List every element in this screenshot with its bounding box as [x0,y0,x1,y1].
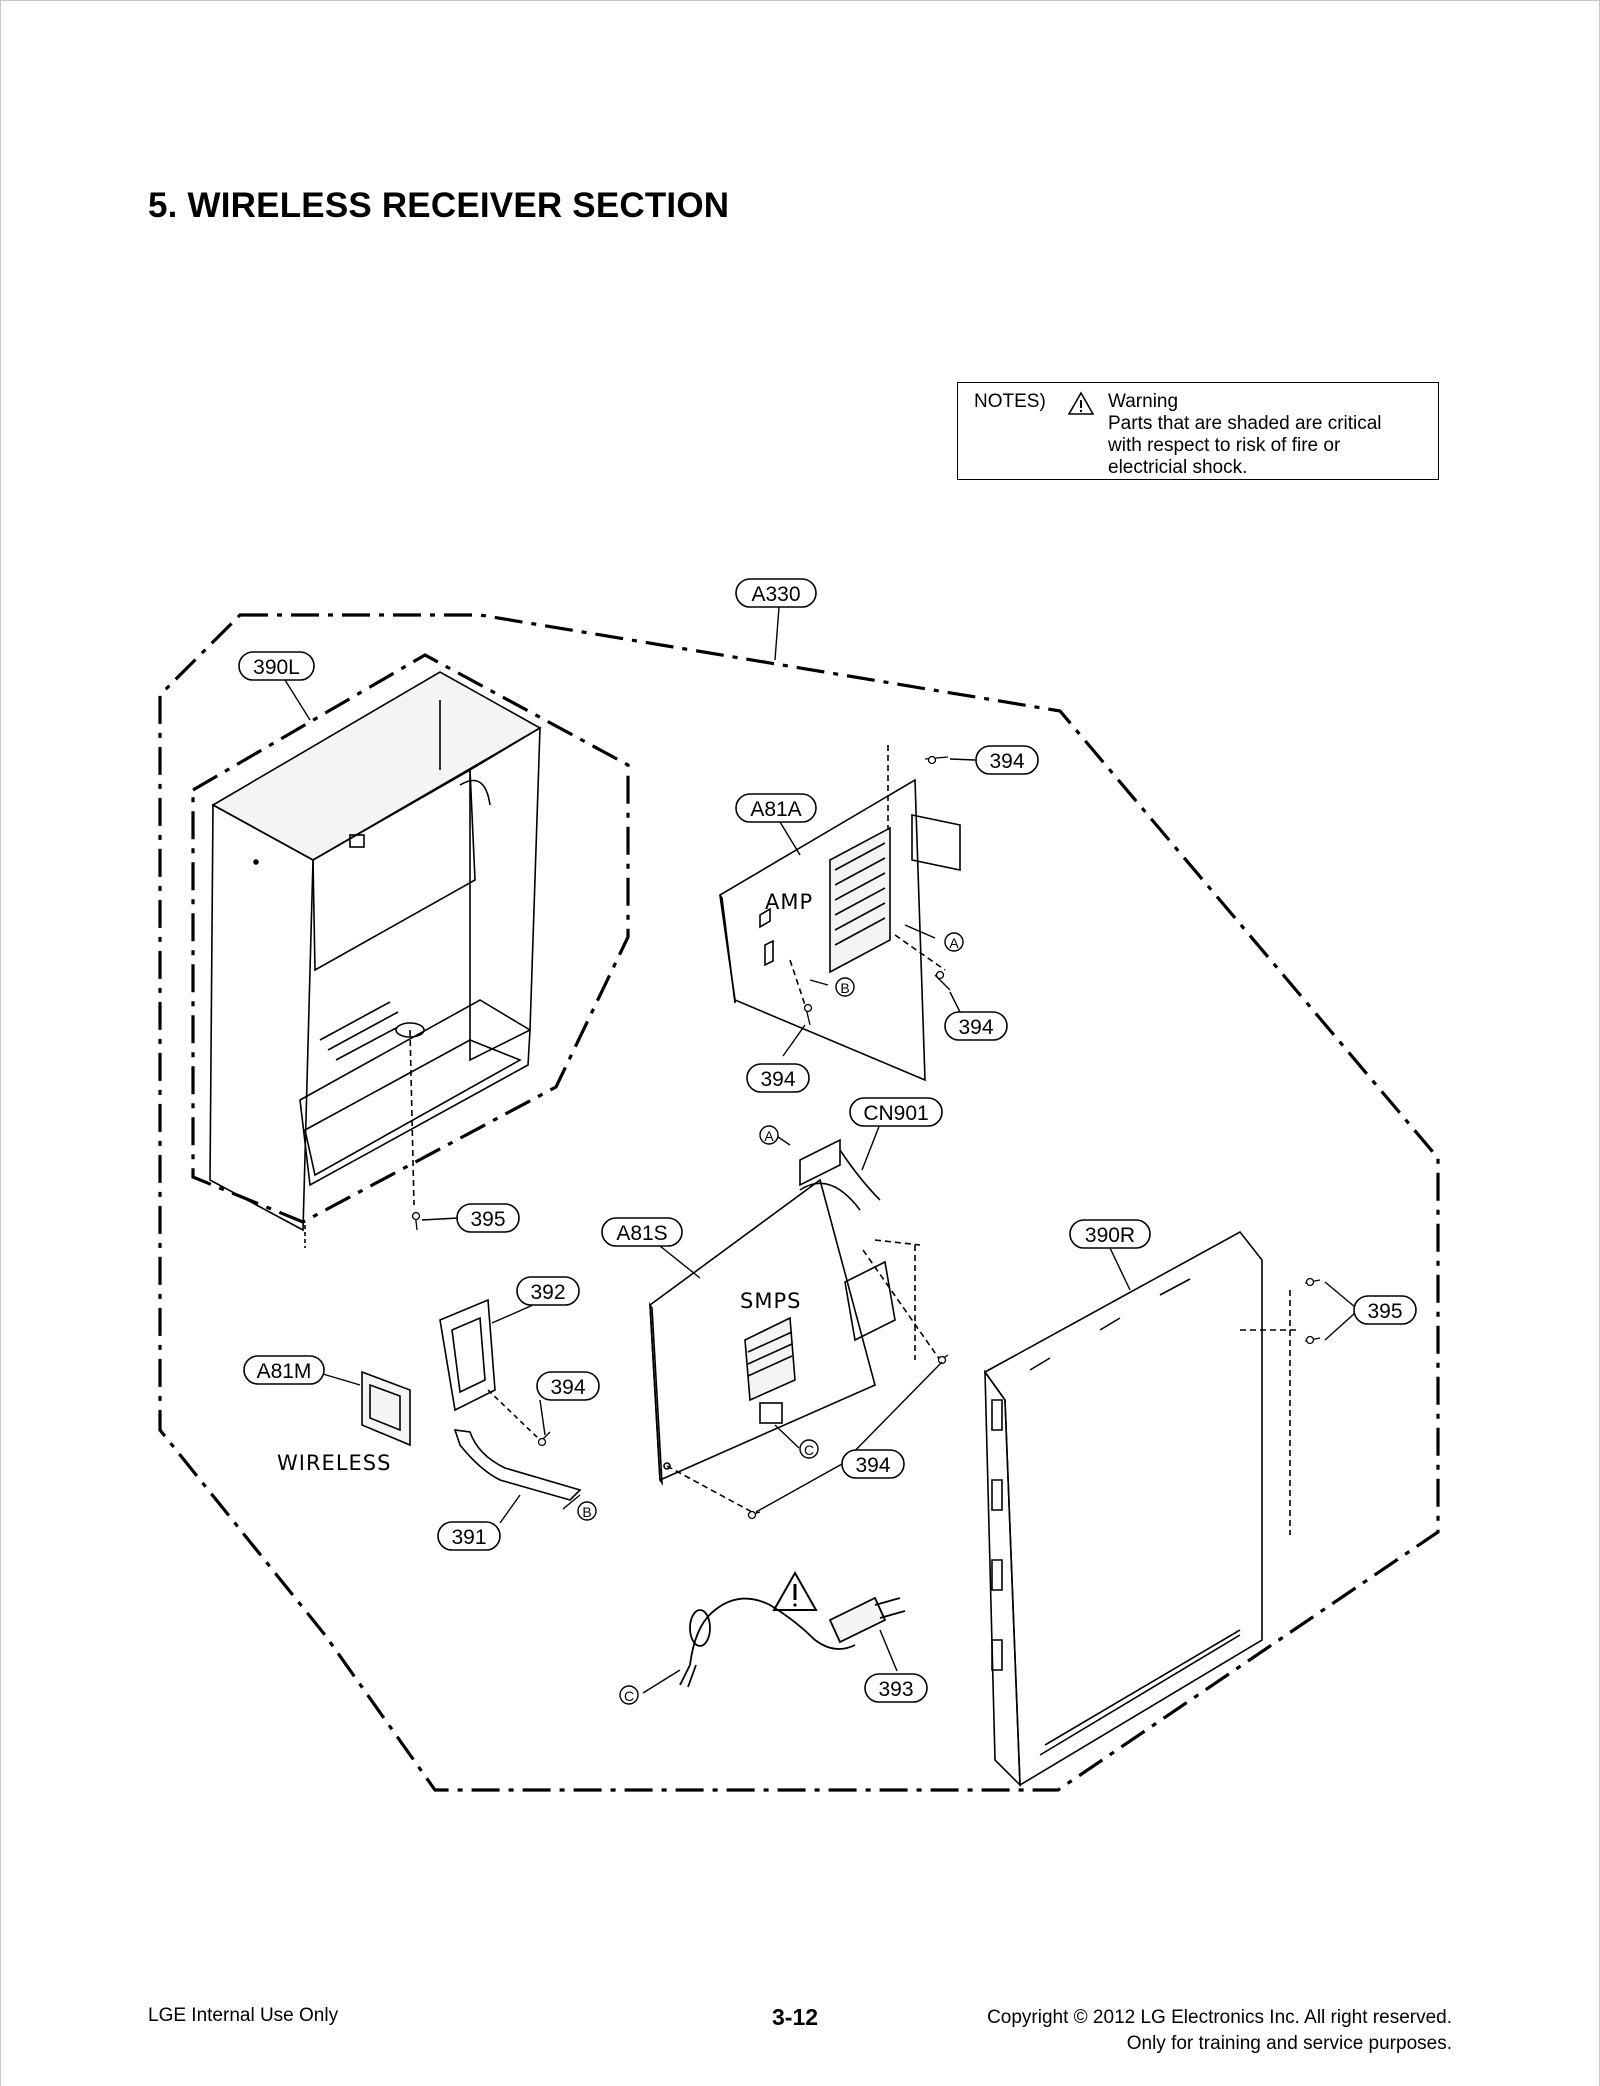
leader-lines [284,606,1356,1694]
callout-394-wireless-label: 394 [550,1376,585,1399]
footer-copyright-block: Copyright © 2012 LG Electronics Inc. All… [987,2005,1452,2057]
callout-394-mid: 394 [944,1011,1008,1041]
notes-line: electricial shock. [1108,457,1248,478]
flat-cable-391 [453,1429,582,1501]
critical-warning-icon [772,1570,818,1611]
page-border-left [0,0,1,2086]
callout-394-top-label: 394 [989,750,1024,773]
connector-marker-label: B [840,980,849,996]
callout-a81a-label: A81A [750,798,801,821]
callout-390l: 390L [238,651,315,681]
amp-label: AMP [765,890,813,914]
callout-392: 392 [516,1276,580,1306]
callout-395-right-label: 395 [1367,1300,1402,1323]
notes-label: NOTES) [974,391,1046,412]
bracket-392 [439,1298,541,1441]
footer-page-number: 3-12 [772,2004,819,2030]
notes-text: Warning Parts that are shaded are critic… [1108,391,1382,479]
notes-line: with respect to risk of fire or [1108,435,1341,456]
callout-a81a: A81A [735,793,817,823]
callout-394-smps: 394 [841,1449,905,1479]
assembly-boundary-a330 [158,613,1440,1792]
connector-marker-b-amp: B [835,977,855,997]
callout-394-amp: 394 [746,1063,810,1093]
callout-395-left: 395 [456,1203,520,1233]
callout-a330: A330 [735,578,817,608]
screw-394c [803,1003,813,1026]
footer-internal-use: LGE Internal Use Only [148,2005,339,2026]
screw-394a [924,755,949,765]
notes-line: Warning [1108,391,1179,412]
power-cord-393 [679,1596,906,1688]
boundary-390l [191,653,630,1224]
connector-marker-label: A [949,935,959,951]
footer-copyright: Copyright © 2012 LG Electronics Inc. All… [987,2007,1452,2028]
connector-marker-c-smps: C [799,1439,819,1459]
connector-marker-label: C [804,1442,814,1458]
screw-394b [934,970,951,991]
page-border-top [0,0,1600,1]
connector-marker-label: B [582,1504,591,1520]
callout-391: 391 [437,1521,501,1551]
callout-a81m: A81M [243,1355,325,1385]
callout-395-left-label: 395 [470,1208,505,1231]
screw-394f [747,1510,761,1520]
callout-394-wireless: 394 [536,1371,600,1401]
connector-marker-a-cn901: A [759,1125,779,1145]
callout-392-label: 392 [530,1281,565,1304]
callout-394-amp-label: 394 [760,1068,795,1091]
notes-box: NOTES) Warning Parts that are shaded are… [957,382,1439,480]
callout-cn901: CN901 [849,1097,943,1127]
footer-purpose: Only for training and service purposes. [1126,2033,1452,2054]
callout-391-label: 391 [451,1526,486,1549]
amp-board-a81a [719,745,961,1082]
wireless-module-a81m [361,1370,411,1447]
screw-394e [937,1354,949,1365]
smps-label: SMPS [740,1289,801,1313]
callout-393-label: 393 [878,1678,913,1701]
callout-394-mid-label: 394 [958,1016,993,1039]
callout-a81m-label: A81M [257,1360,312,1383]
connector-marker-label: C [624,1688,634,1704]
callout-a81s: A81S [601,1217,683,1247]
screw-395b [1304,1277,1321,1287]
right-panel-390r [983,1230,1300,1788]
callout-a81s-label: A81S [616,1222,667,1245]
left-cabinet-390l [209,671,542,1248]
callout-a330-label: A330 [751,583,800,606]
callout-390l-label: 390L [253,656,300,679]
callout-394-top: 394 [975,745,1039,775]
callout-394-smps-label: 394 [855,1454,890,1477]
connector-marker-c-cord: C [619,1685,639,1705]
callout-cn901-label: CN901 [863,1102,928,1125]
screw-395a [411,1211,421,1231]
callout-390r: 390R [1069,1219,1151,1249]
connector-marker-label: A [764,1128,774,1144]
connector-marker-a-amp: A [944,932,964,952]
smps-board-a81s [649,1138,941,1513]
connector-marker-b-cable: B [577,1501,597,1521]
wireless-label: WIRELESS [277,1451,391,1475]
callout-390r-label: 390R [1085,1224,1135,1247]
notes-line: Parts that are shaded are critical [1108,413,1382,434]
callout-393: 393 [864,1673,928,1703]
warning-triangle-icon [1068,391,1094,415]
screw-395c [1304,1335,1321,1345]
callout-395-right: 395 [1353,1295,1417,1325]
screw-394d [537,1431,551,1447]
page-title: 5. WIRELESS RECEIVER SECTION [148,186,730,225]
screws [411,755,1321,1520]
